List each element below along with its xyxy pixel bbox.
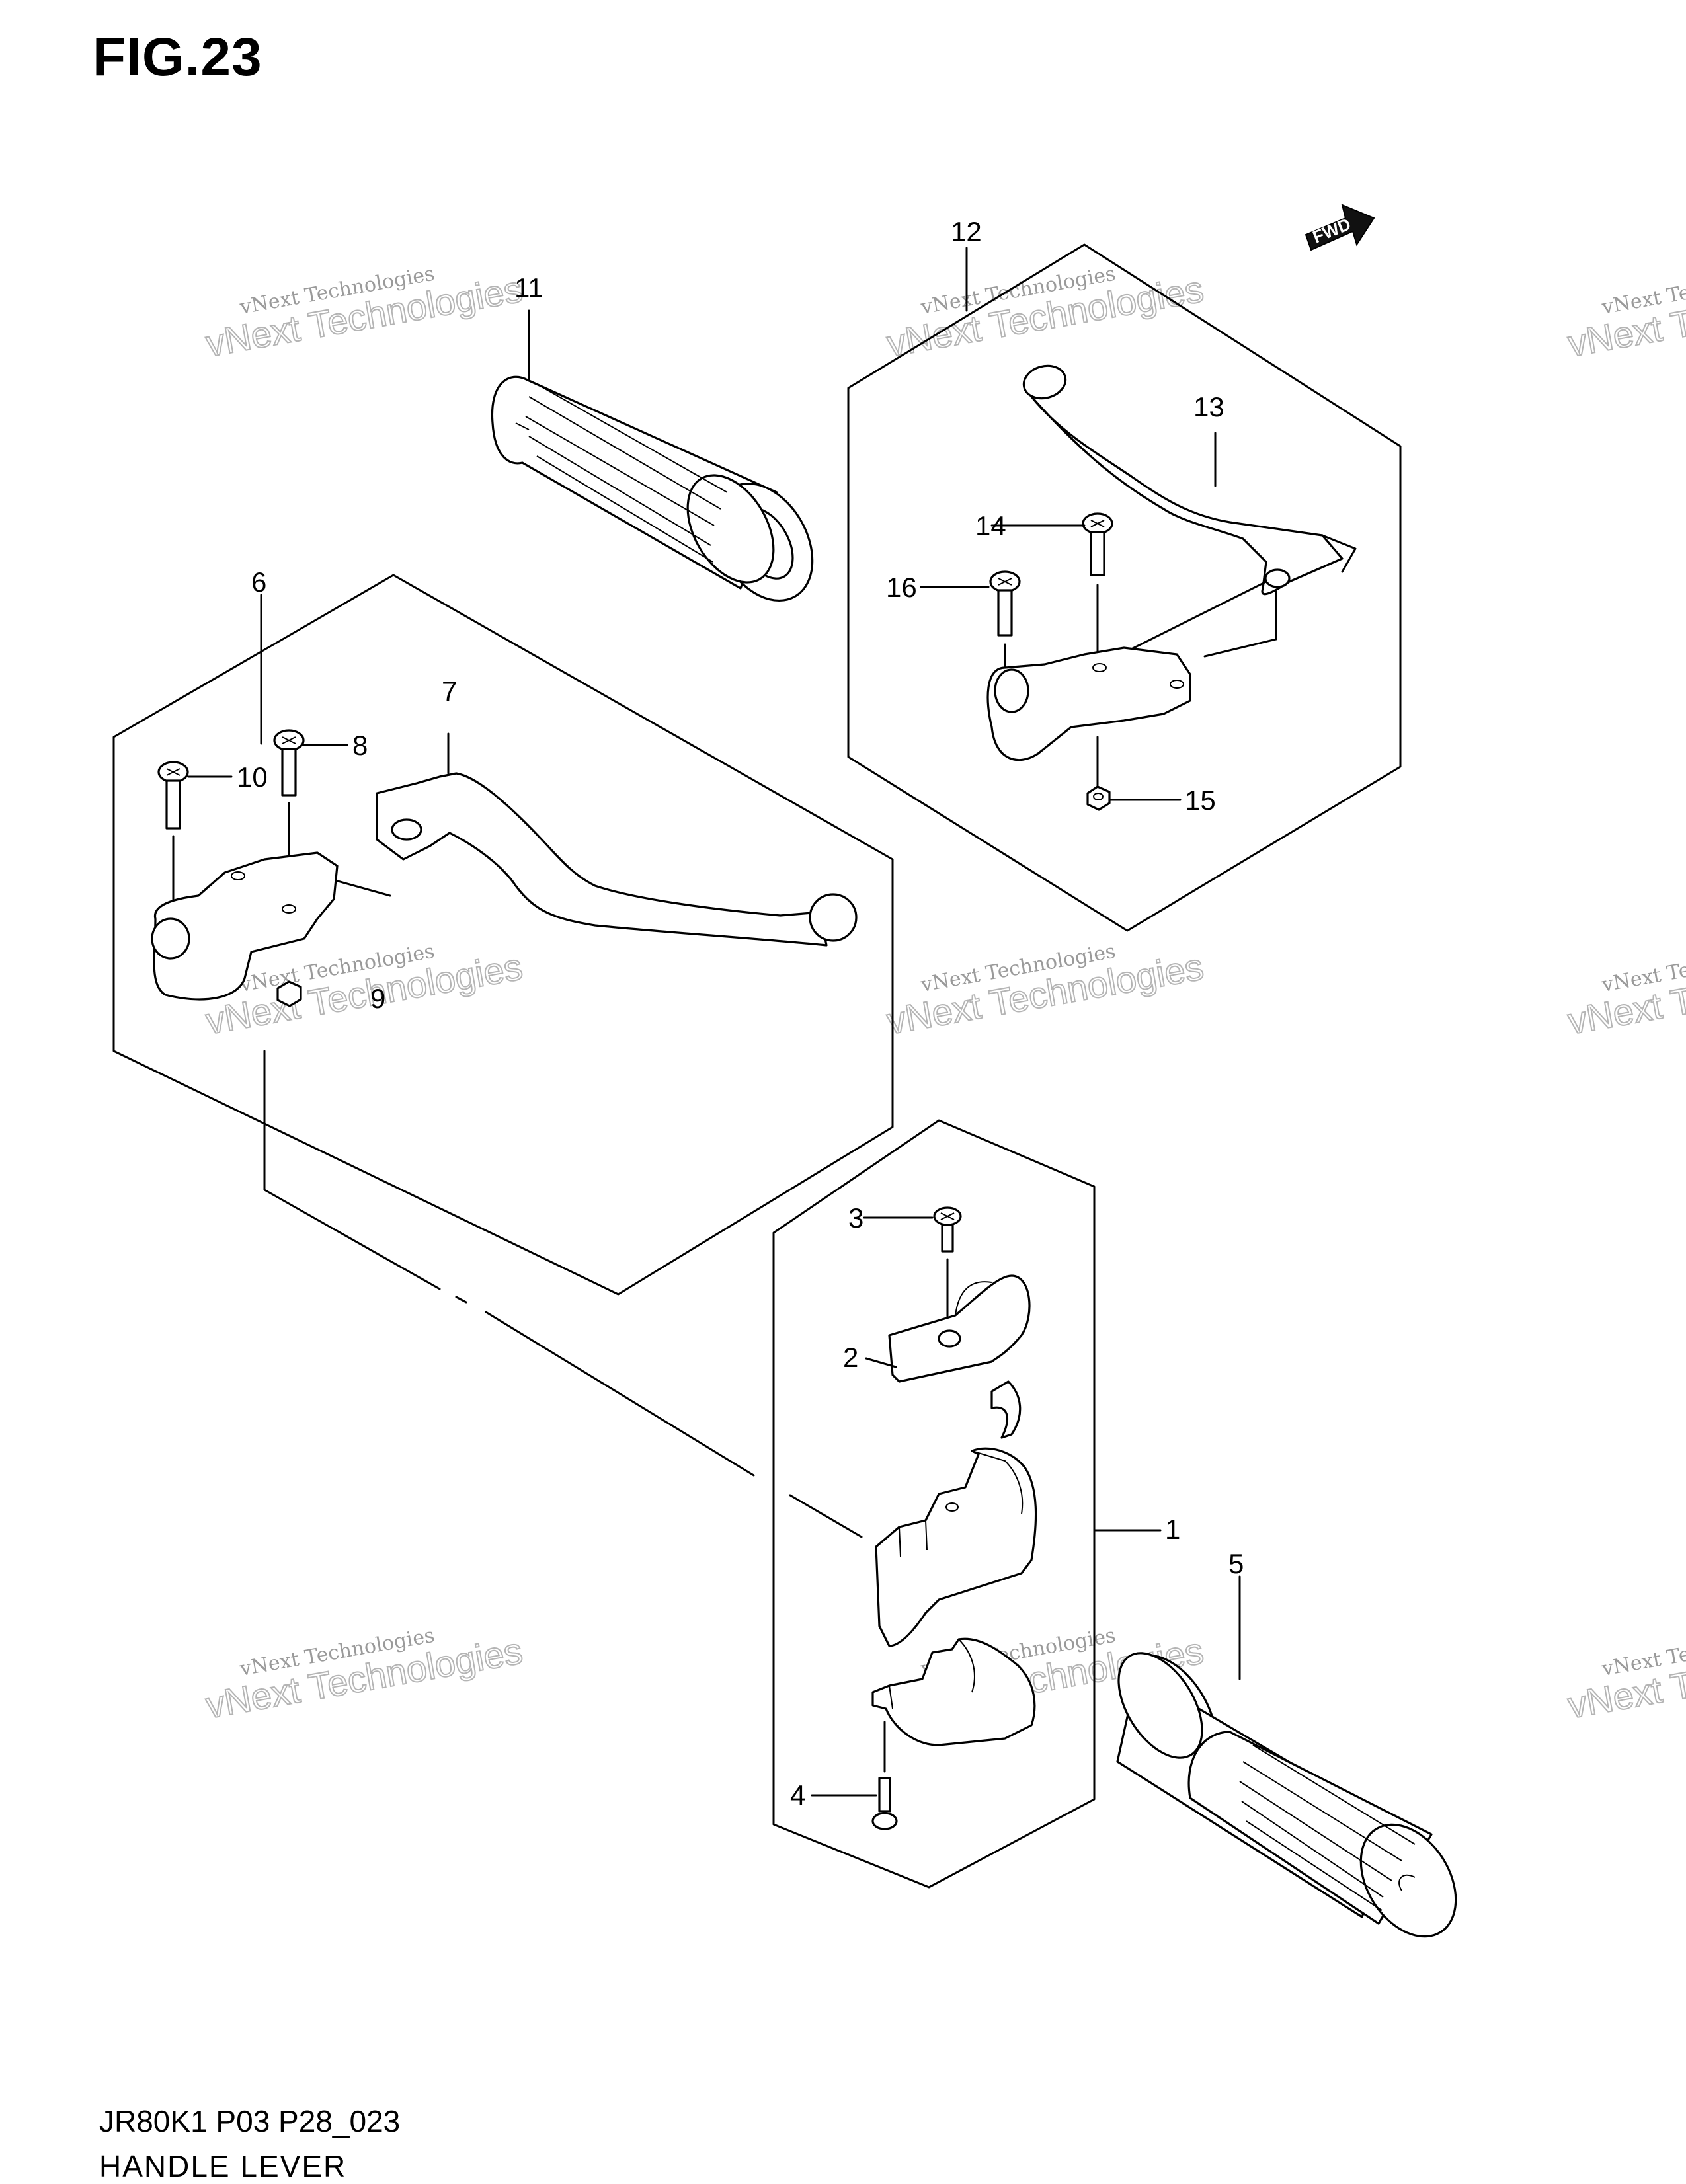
callout-6: 6 [251,566,266,598]
callout-16: 16 [886,572,917,603]
figure-title: FIG.23 [93,27,262,87]
screw-part-8 [273,729,305,797]
callout-4: 4 [790,1779,805,1811]
group-box-lever-left [112,574,894,1296]
nut-part-9 [276,980,302,1007]
callout-8: 8 [352,730,368,761]
switch-clip [990,1380,1022,1439]
screw-part-3 [933,1206,962,1253]
callout-3: 3 [848,1202,863,1233]
callout-12: 12 [951,216,982,247]
screw-part-4 [871,1777,898,1830]
callout-5: 5 [1228,1548,1244,1579]
callout-15: 15 [1185,785,1216,816]
screw-part-10 [157,761,189,830]
nut-part-15 [1086,785,1111,811]
group-box-lever-right [847,243,1402,932]
screw-part-16 [989,570,1021,637]
switch-clamp-lower [871,1637,1036,1746]
model-code: JR80K1 P03 P28_023 [99,2104,401,2138]
callout-9: 9 [370,983,385,1014]
callout-2: 2 [843,1342,858,1373]
switch-housing-upper-part-2 [888,1274,1031,1383]
callout-13: 13 [1193,391,1224,422]
lever-left-part-7 [376,772,858,947]
callout-7: 7 [442,676,457,707]
fwd-label: FWD [1310,214,1353,247]
throttle-grip-part-5 [1116,1652,1457,1938]
part-name: HANDLE LEVER [99,2149,347,2183]
grip-left-part-11 [491,375,814,602]
lever-bracket-right [986,646,1191,761]
watermark-outline: vNext Technologies [1565,945,1686,1042]
screw-part-14 [1082,512,1113,576]
switch-housing-lower [875,1447,1037,1647]
callout-14: 14 [975,510,1006,541]
watermark-outline: vNext Technologies [1565,268,1686,364]
lever-right-part-13 [1022,364,1357,596]
watermark-outline: vNext Technologies [1565,1629,1686,1726]
callout-11: 11 [514,272,543,303]
lever-bracket-left [151,851,339,1001]
callout-1: 1 [1165,1514,1180,1545]
group-box-switch-assembly [772,1119,1096,1889]
fwd-arrow-icon: FWD [1305,204,1375,251]
callout-10: 10 [237,761,268,793]
